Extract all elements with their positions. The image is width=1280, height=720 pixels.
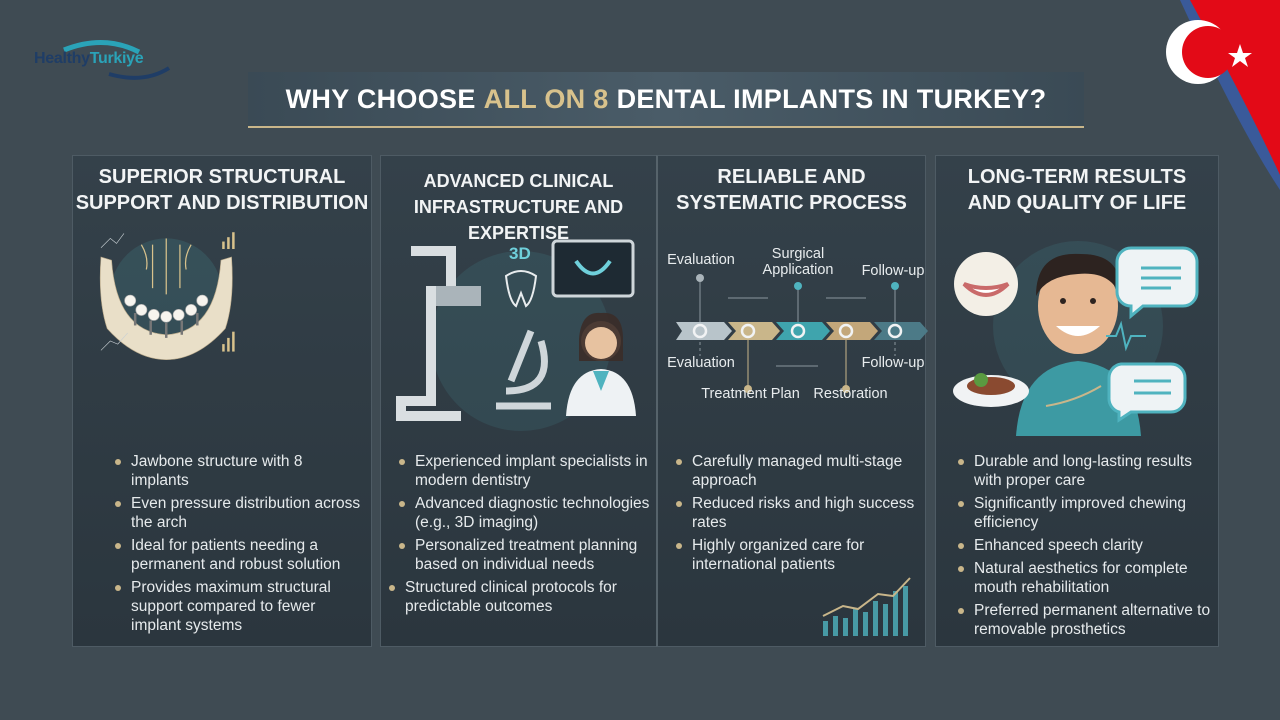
bullet-item: Experienced implant specialists in moder… <box>397 452 652 490</box>
logo-text-turkiye: Turkiye <box>89 50 144 67</box>
turkey-flag-icon <box>1166 0 1280 190</box>
bullet-item: Provides maximum structural support comp… <box>113 578 363 635</box>
timeline-label: Restoration <box>813 386 888 402</box>
bullet-item: Highly organized care for international … <box>674 536 924 574</box>
bullet-item: Preferred permanent alternative to remov… <box>956 601 1216 639</box>
bullet-item: Reduced risks and high success rates <box>674 494 924 532</box>
process-timeline-icon <box>676 274 928 393</box>
logo-swoosh-icon <box>63 39 171 80</box>
bullet-item: Carefully managed multi-stage approach <box>674 452 924 490</box>
bullet-list: Carefully managed multi-stage approach R… <box>674 452 924 578</box>
timeline-label: Follow-up <box>861 355 925 371</box>
title-pre: WHY CHOOSE <box>285 83 476 114</box>
logo: HealthyTurkiye <box>34 36 184 86</box>
logo-text-healthy: Healthy <box>34 50 90 67</box>
jaw-implant-icon <box>99 232 235 360</box>
title-post: DENTAL IMPLANTS IN TURKEY? <box>616 83 1047 114</box>
timeline-label: Evaluation <box>667 252 735 268</box>
clinic-equipment-icon: 3D <box>396 239 636 431</box>
title-highlight: ALL ON 8 <box>483 83 609 114</box>
bullet-item: Natural aesthetics for complete mouth re… <box>956 559 1216 597</box>
timeline-label: Follow-up <box>861 263 925 279</box>
timeline-label: Surgical Application <box>762 246 834 278</box>
bullet-item: Enhanced speech clarity <box>956 536 1216 555</box>
bullet-item: Jawbone structure with 8 implants <box>113 452 363 490</box>
3d-badge: 3D <box>509 244 531 263</box>
timeline-label: Evaluation <box>667 355 735 371</box>
bullet-item: Ideal for patients needing a permanent a… <box>113 536 363 574</box>
bullet-item: Structured clinical protocols for predic… <box>387 578 652 616</box>
bullet-item: Significantly improved chewing efficienc… <box>956 494 1216 532</box>
bullet-item: Durable and long-lasting results with pr… <box>956 452 1216 490</box>
growth-chart-icon <box>822 577 911 636</box>
bullet-list: Experienced implant specialists in moder… <box>389 452 652 620</box>
bullet-item: Even pressure distribution across the ar… <box>113 494 363 532</box>
timeline-label: Treatment Plan <box>701 386 800 402</box>
bullet-item: Advanced diagnostic technologies (e.g., … <box>397 494 652 532</box>
bullet-list: Durable and long-lasting results with pr… <box>956 452 1216 643</box>
bullet-list: Jawbone structure with 8 implants Even p… <box>113 452 363 639</box>
bullet-item: Personalized treatment planning based on… <box>397 536 652 574</box>
smiling-patient-icon <box>953 241 1199 436</box>
